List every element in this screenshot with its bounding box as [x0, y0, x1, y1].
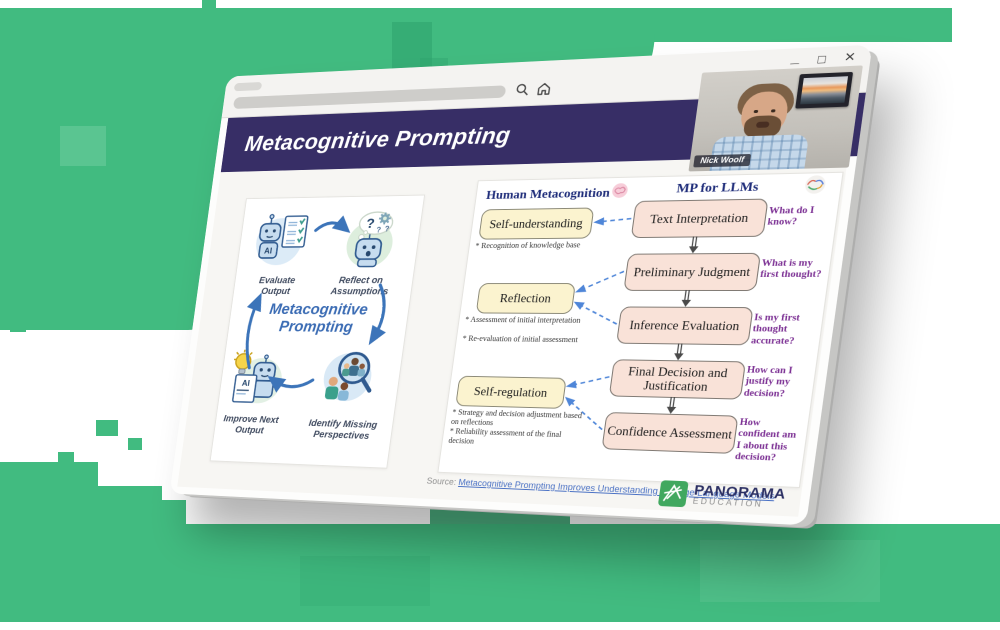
robot-lightbulb-icon: AI	[225, 348, 285, 407]
flowchart-card: Human Metacognition MP for LLMs Self-und…	[437, 172, 843, 488]
picture-frame	[795, 71, 854, 109]
background-blob-left	[0, 8, 232, 330]
llm-box: Inference Evaluation	[616, 306, 754, 346]
svg-text:?: ?	[365, 215, 376, 231]
svg-text:?: ?	[384, 224, 390, 233]
magnifier-people-icon	[320, 345, 381, 402]
robot-thinking-icon: ? ? ?	[343, 209, 401, 269]
human-box-note: * Reliability assessment of the final de…	[447, 426, 562, 446]
human-box: Self-understanding	[478, 207, 595, 240]
background-patch	[60, 126, 106, 166]
cycle-step-label: Evaluate Output	[258, 275, 296, 297]
presenter-mouth	[755, 121, 770, 128]
human-box-note: * Recognition of knowledge base	[474, 240, 581, 251]
background-square	[0, 462, 98, 526]
presenter-name-badge: Nick Woolf	[693, 153, 752, 168]
panorama-logo: PANORAMA EDUCATION	[658, 480, 787, 512]
search-icon[interactable]	[514, 82, 531, 97]
browser-tab[interactable]	[233, 81, 263, 92]
background-square	[96, 420, 118, 436]
mp-for-llms-header: MP for LLMs	[675, 178, 760, 196]
background-patch	[700, 540, 880, 602]
cycle-step-label: Improve Next Output	[222, 414, 280, 436]
cycle-step-label: Identify Missing Perspectives	[308, 418, 378, 442]
slide-body: AI ? ? ?	[177, 155, 848, 516]
llm-question: What do I know?	[766, 205, 815, 229]
background-square	[96, 486, 162, 526]
llm-question: What is my first thought?	[759, 258, 822, 281]
llm-question: How can I justify my decision?	[743, 365, 794, 400]
panorama-logo-icon	[658, 480, 690, 508]
ai-badge: AI	[264, 246, 273, 256]
ai-badge: AI	[241, 378, 250, 388]
llm-question: How confident am I about this decision?	[734, 417, 797, 464]
llm-box: Preliminary Judgment	[623, 252, 762, 292]
browser-chrome: _ □ ×	[221, 44, 873, 119]
background-square	[128, 438, 142, 450]
cycle-diagram-card: AI ? ? ?	[210, 195, 425, 469]
background-square	[152, 500, 186, 526]
background-patch	[300, 556, 430, 606]
robot-checklist-icon: AI	[253, 209, 313, 266]
background-band-bottom	[0, 524, 1000, 622]
human-metacognition-header: Human Metacognition	[485, 184, 611, 202]
svg-text:?: ?	[376, 225, 382, 234]
maximize-button[interactable]: □	[816, 51, 827, 67]
background-square	[202, 0, 216, 10]
llm-question: Is my first thought accurate?	[750, 313, 801, 347]
pink-brain-icon	[611, 183, 629, 199]
browser-window: _ □ × Metacognitive Prompting Nick Woolf	[170, 45, 873, 526]
cycle-center-title: Metacognitive Prompting	[268, 301, 369, 336]
llm-box: Confidence Assessment	[601, 412, 739, 454]
llm-box: Final Decision and Justification	[608, 359, 747, 400]
webcam-video[interactable]: Nick Woolf	[688, 65, 863, 172]
close-button[interactable]: ×	[843, 48, 857, 67]
background-square	[10, 318, 26, 332]
cycle-step-label: Reflect on Assumptions	[330, 275, 389, 297]
minimize-button[interactable]: _	[790, 49, 801, 66]
home-icon[interactable]	[536, 81, 553, 96]
source-prefix: Source:	[426, 476, 457, 487]
human-box-note: * Re-evaluation of initial assessment	[462, 334, 579, 345]
colorful-brain-icon	[804, 175, 827, 194]
address-bar[interactable]	[232, 85, 507, 109]
llm-box: Text Interpretation	[630, 198, 769, 239]
human-box: Self-regulation	[455, 375, 567, 409]
human-box-note: * Assessment of initial interpretation	[464, 315, 582, 325]
human-box: Reflection	[475, 283, 576, 315]
